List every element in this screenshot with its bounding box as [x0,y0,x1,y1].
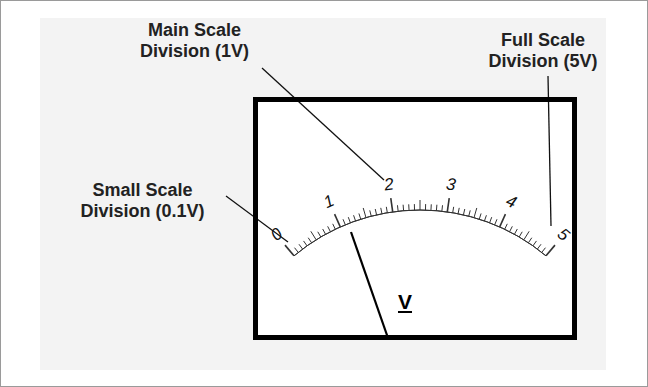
scale-number: 1 [321,191,338,213]
tick-mark [408,204,409,210]
scale-number: 2 [383,175,395,196]
tick-mark [484,215,486,221]
tick-mark [533,241,536,246]
tick-mark [299,244,303,249]
scale-number: 3 [445,175,457,196]
tick-mark [391,198,393,212]
scale-number: 5 [553,224,573,245]
scale-arc [294,210,546,256]
tick-mark [495,219,497,225]
tick-mark [542,248,546,253]
callout-label: Main Scale Division (1V) [112,20,277,62]
tick-mark [359,213,361,219]
tick-mark [505,224,508,229]
tick-mark [308,238,311,243]
tick-mark [354,215,356,221]
tick-mark [318,232,321,237]
tick-mark [436,205,438,211]
tick-mark [500,214,506,227]
tick-mark [333,224,336,229]
tick-mark [328,226,331,231]
tick-mark [304,241,307,246]
callout-label: Full Scale Division (5V) [468,30,618,72]
meter-housing: 0 1 2 3 4 5V [253,97,577,340]
tick-mark [285,245,294,256]
tick-mark [430,204,431,210]
tick-mark [335,214,341,227]
tick-mark [295,248,299,253]
tick-mark [546,245,555,256]
scale-number: 0 [267,224,287,245]
scale-number: 4 [502,191,519,213]
meter-face [253,97,577,340]
tick-mark [514,229,517,234]
tick-mark [469,210,470,216]
tick-mark [524,231,529,239]
callout-label: Small Scale Division (0.1V) [60,180,225,222]
leader-line [262,68,384,180]
tick-mark [363,208,366,218]
tick-mark [311,231,316,239]
tick-mark [343,219,345,225]
tick-mark [528,238,531,243]
tick-mark [453,207,454,213]
tick-mark [414,204,415,210]
tick-mark [375,209,376,215]
tick-mark [348,217,350,223]
tick-mark [425,204,426,210]
tick-mark [519,232,522,237]
tick-mark [420,200,421,210]
tick-mark [537,244,541,249]
tick-mark [510,226,513,231]
tick-mark [447,198,449,212]
tick-mark [381,208,382,214]
tick-mark [479,213,481,219]
tick-mark [386,207,387,213]
leader-lines [226,68,551,242]
needle [351,232,388,338]
tick-mark [490,217,492,223]
tick-mark [323,229,326,234]
tick-mark [370,210,371,216]
tick-mark [463,209,464,215]
tick-mark [474,208,477,218]
tick-mark [441,205,443,211]
tick-mark [458,208,459,214]
tick-mark [397,205,399,211]
unit-label: V [398,290,412,314]
tick-mark [403,205,405,211]
